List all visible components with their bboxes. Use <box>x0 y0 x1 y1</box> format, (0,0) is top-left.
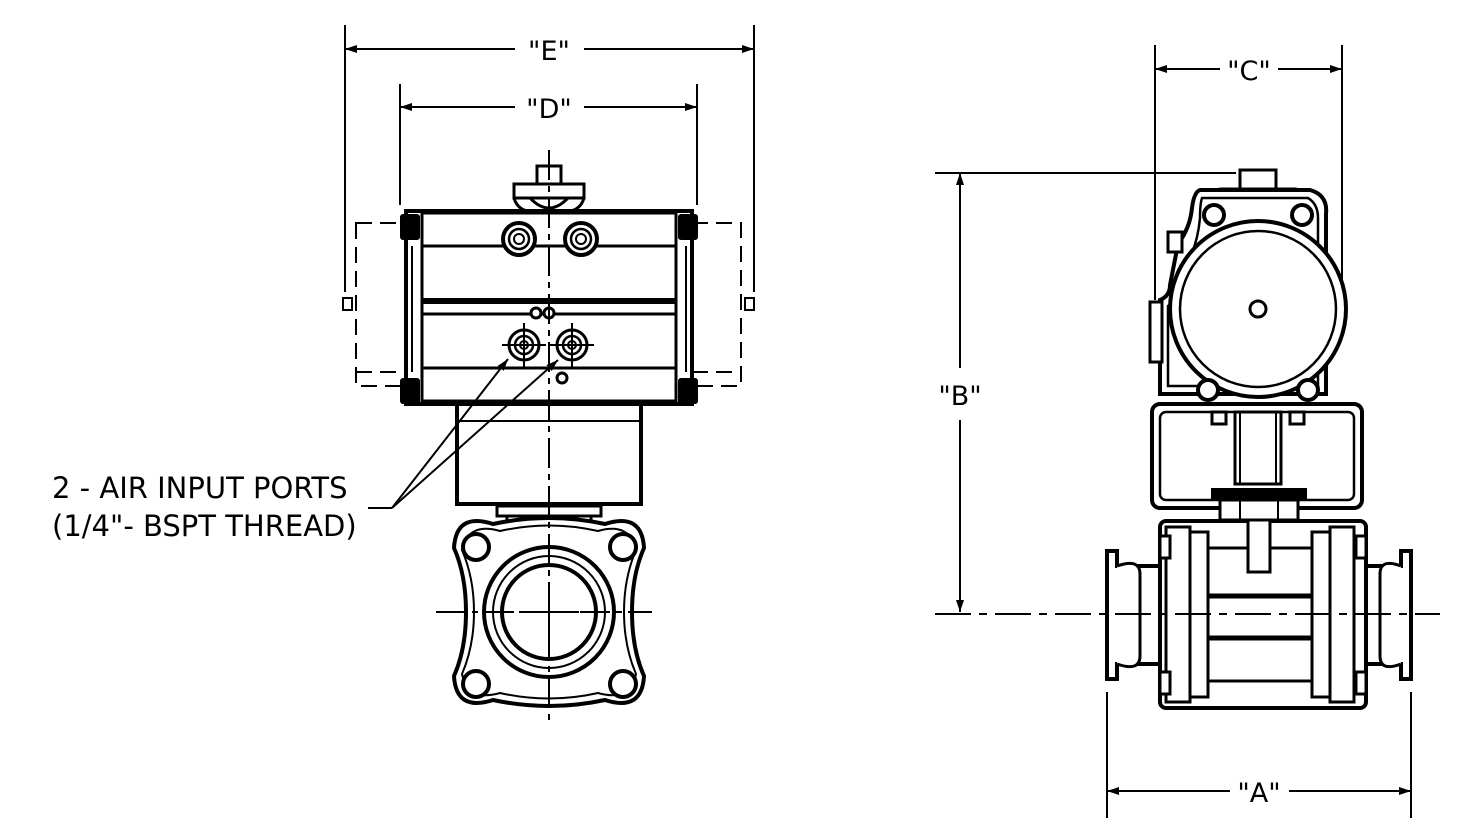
dimension-d: "D" <box>399 84 698 205</box>
air-ports-note-line2: (1/4"- BSPT THREAD) <box>52 509 357 543</box>
dimension-d-label: "D" <box>526 94 572 125</box>
air-input-ports <box>502 306 594 385</box>
air-ports-note-line1: 2 - AIR INPUT PORTS <box>52 471 347 505</box>
air-port-left <box>502 323 546 367</box>
side-actuator-housing <box>1148 188 1348 402</box>
front-view: "E" "D" <box>52 25 755 720</box>
cap-screws <box>501 221 599 257</box>
leader-lines <box>368 358 559 509</box>
dimension-e-label: "E" <box>528 36 570 67</box>
dimension-e: "E" <box>344 25 755 292</box>
dimension-c-label: "C" <box>1227 56 1271 87</box>
air-port-right <box>550 323 594 367</box>
side-bracket <box>1150 402 1364 522</box>
dimension-b: "B" <box>935 172 1236 612</box>
dimension-a-label: "A" <box>1237 778 1280 809</box>
dimension-b-label: "B" <box>938 381 981 412</box>
dimension-c: "C" <box>1154 45 1343 300</box>
side-view: "C" "B" "A" <box>935 45 1440 818</box>
center-lines <box>436 150 652 720</box>
dimension-a: "A" <box>1106 692 1412 818</box>
